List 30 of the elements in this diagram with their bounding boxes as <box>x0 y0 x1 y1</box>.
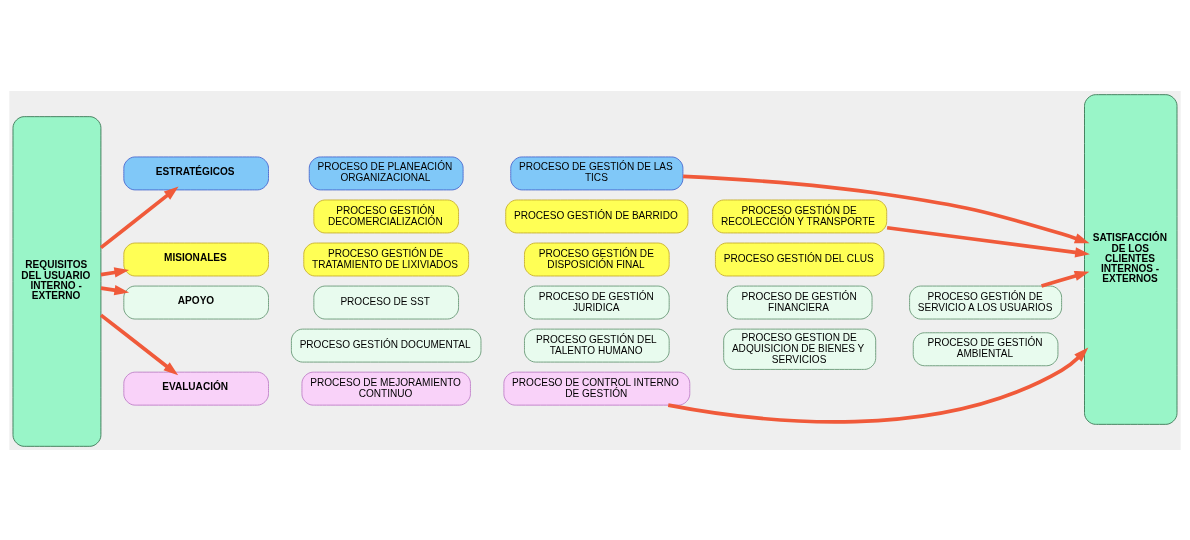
node-box: PROCESO GESTIÓN DEL CLUS <box>714 242 885 276</box>
node-box: MISIONALES <box>123 242 269 276</box>
arrow <box>886 225 1090 257</box>
arrow <box>99 313 179 375</box>
node-box: PROCESO GESTIÓN DOCUMENTAL <box>290 328 482 363</box>
node-box: PROCESO DE SST <box>313 285 459 319</box>
node-box: PROCESO DE GESTIÓN FINANCIERA <box>726 285 873 319</box>
node-box: PROCESO DE GESTIÓN JURIDICA <box>524 285 670 319</box>
node-box: SATISFACCIÓN DE LOS CLIENTES INTERNOS - EXTERNOS <box>1084 93 1178 425</box>
node-box: PROCESO GESTIÓN DE SERVICIO A LOS USUARIOS <box>909 285 1063 319</box>
node-box: PROCESO DE GESTIÓN DE LAS TICS <box>510 156 684 190</box>
node-box: PROCESO GESTION DE ADQUISICION DE BIENES Y SERVICIOS <box>723 328 877 370</box>
node-box: PROCESO GESTIÓN DE BARRIDO <box>505 199 689 233</box>
node-box: PROCESO DE CONTROL INTERNO DE GESTIÓN <box>503 371 691 406</box>
node-box: PROCESO GESTIÓN DE DISPOSICIÓN FINAL <box>524 242 670 276</box>
node-box: PROCESO GESTIÓN DEL TALENTO HUMANO <box>524 328 670 363</box>
arrow <box>683 174 1090 243</box>
arrow <box>1041 270 1090 288</box>
arrow <box>99 186 179 249</box>
arrow <box>667 347 1089 424</box>
node-box: PROCESO DE GESTIÓN AMBIENTAL <box>912 331 1059 366</box>
node-box: PROCESO GESTIÓN DECOMERCIALIZACIÓN <box>313 199 459 233</box>
node-box: EVALUACIÓN <box>123 371 269 406</box>
node-box: PROCESO DE MEJORAMIENTO CONTINUO <box>301 371 471 406</box>
node-box: APOYO <box>123 285 269 319</box>
node-box: PROCESO GESTIÓN DE TRATAMIENTO DE LIXIVIADOS <box>303 242 470 276</box>
node-box: PROCESO GESTIÓN DE RECOLECCIÓN Y TRANSPORTE <box>712 199 888 233</box>
node-box: PROCESO DE PLANEACIÓN ORGANIZACIONAL <box>308 156 464 190</box>
node-box: REQUISITOS DEL USUARIO INTERNO - EXTERNO <box>12 115 102 447</box>
node-box: ESTRATÉGICOS <box>123 156 269 190</box>
